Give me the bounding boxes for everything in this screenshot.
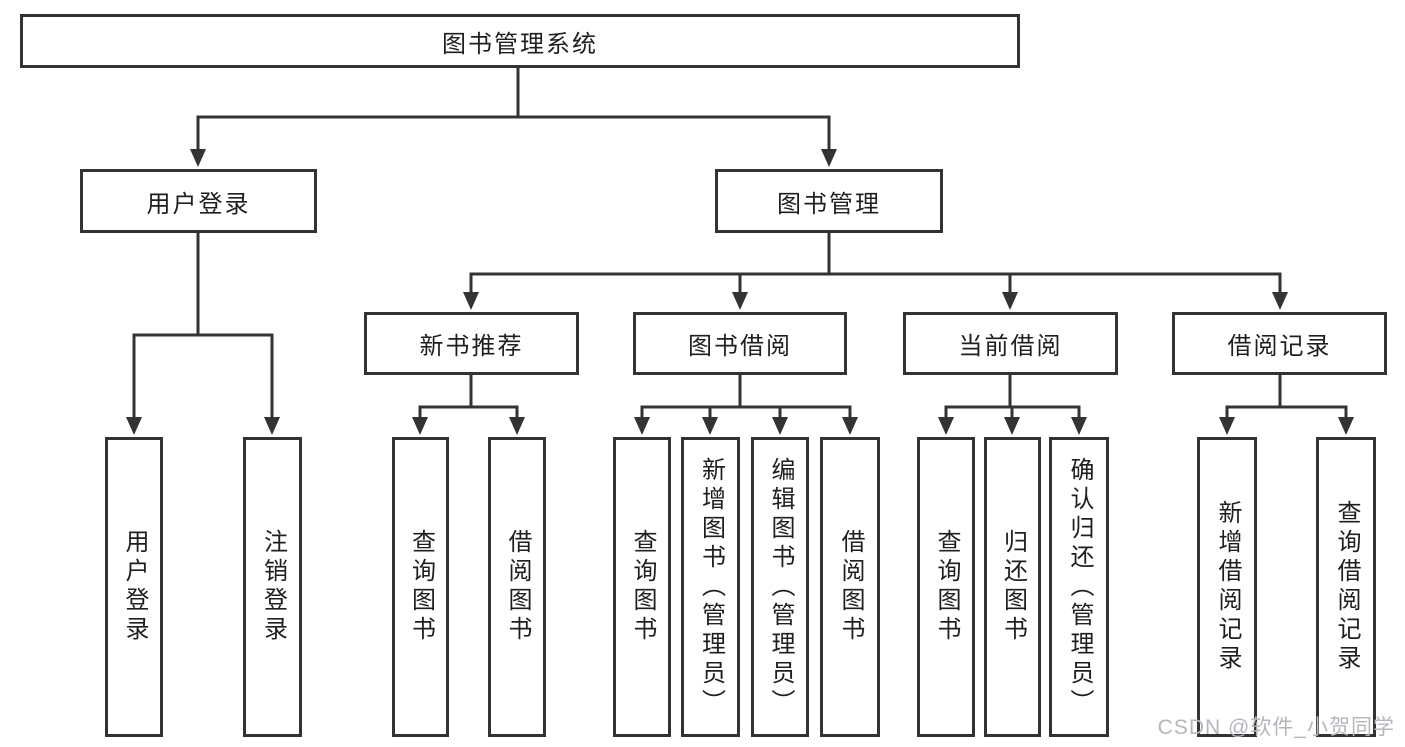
node-book-management: 图书管理 (715, 169, 943, 233)
leaf-br-query-borrow-record: 查询借阅记录 (1316, 437, 1376, 737)
leaf-cb-query-books: 查询图书 (917, 437, 975, 737)
leaf-logout-login: 注销登录 (243, 437, 302, 737)
node-current-borrowing: 当前借阅 (903, 312, 1118, 375)
leaf-bb-borrow-books: 借阅图书 (820, 437, 880, 737)
node-book-borrowing: 图书借阅 (633, 312, 847, 375)
leaf-user-login: 用户登录 (105, 437, 163, 737)
leaf-bb-edit-books-admin: 编辑图书（管理员） (751, 437, 809, 737)
csdn-watermark: CSDN @软件_小贺同学 (1157, 716, 1395, 739)
node-borrowing-records: 借阅记录 (1172, 312, 1387, 375)
leaf-nbr-query-books: 查询图书 (392, 437, 449, 737)
leaf-cb-return-books: 归还图书 (984, 437, 1041, 737)
leaf-nbr-borrow-books: 借阅图书 (488, 437, 546, 737)
leaf-bb-query-books: 查询图书 (613, 437, 671, 737)
node-library-management-system: 图书管理系统 (20, 14, 1020, 68)
leaf-br-add-borrow-record: 新增借阅记录 (1197, 437, 1257, 737)
leaf-cb-confirm-return-admin: 确认归还（管理员） (1049, 437, 1109, 737)
leaf-bb-add-books-admin: 新增图书（管理员） (681, 437, 740, 737)
node-new-book-recommendation: 新书推荐 (364, 312, 579, 375)
node-user-login: 用户登录 (80, 169, 317, 233)
